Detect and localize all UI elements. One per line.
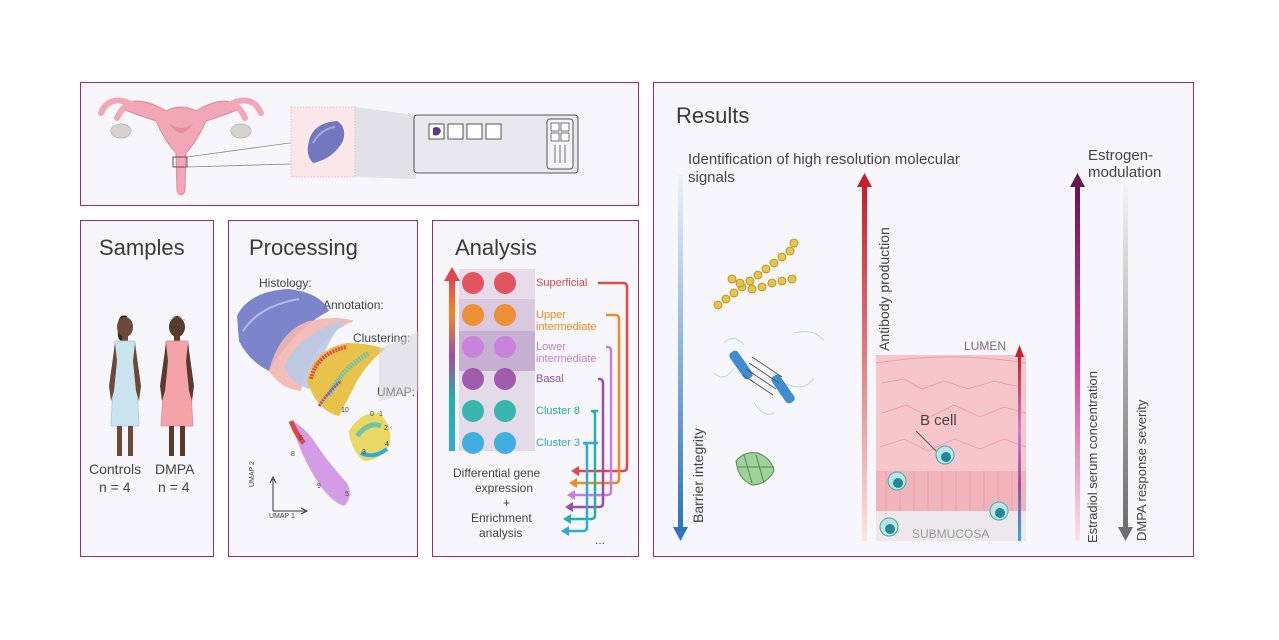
umap-cluster-8: 8 — [291, 451, 295, 458]
umap-cluster-9: 9 — [317, 483, 321, 490]
enrich-line1: Enrichment — [471, 511, 532, 525]
annotation-label: Annotation: — [323, 298, 384, 312]
umap-cluster-2: 2 — [384, 425, 388, 432]
umap-cluster-1: 1 — [379, 411, 383, 418]
layer-label-5: Cluster 3 — [536, 437, 581, 449]
layer-gradient-bar — [449, 279, 455, 451]
layer-spot-3-0 — [462, 368, 484, 390]
dmpa-response-arrow — [1123, 183, 1128, 527]
ellipsis: ... — [595, 533, 606, 547]
controls-n: n = 4 — [99, 479, 131, 495]
analysis-title: Analysis — [455, 235, 537, 260]
layer-arrow-5 — [569, 441, 598, 533]
layer-arrowhead-4 — [563, 514, 571, 524]
umap-cluster-6: 6 — [299, 435, 303, 442]
samples-panel: Samples Controls n = 4 DMPA n = 4 — [80, 220, 214, 557]
enrich-line2: analysis — [479, 526, 523, 540]
layer-label-2: Lower intermediate — [536, 341, 597, 365]
layer-spot-2-1 — [494, 336, 516, 358]
layer-spot-4-1 — [494, 400, 516, 422]
estrogen-line2: modulation — [1088, 164, 1162, 181]
layer-spot-3-1 — [494, 368, 516, 390]
tissue-collection-illustration — [98, 97, 579, 196]
plus-sign: + — [503, 496, 511, 510]
layer-arrowhead-0 — [571, 466, 579, 476]
b-cell-icon — [879, 445, 1009, 537]
layer-spot-1-1 — [494, 304, 516, 326]
layer-spot-0-0 — [462, 272, 484, 294]
dmpa-n: n = 4 — [158, 479, 190, 495]
umap-cluster-3: 3 — [362, 449, 366, 456]
results-subtitle-line1: Identification of high resolution molecu… — [688, 151, 960, 168]
visium-slide-icon — [413, 114, 579, 174]
layer-arrow-3 — [573, 377, 605, 509]
barrier-integrity-label: Barrier integrity — [690, 428, 706, 523]
layer-spot-1-0 — [462, 304, 484, 326]
samples-title: Samples — [99, 235, 185, 260]
umap-plot — [269, 412, 391, 515]
estrogen-line1: Estrogen- — [1088, 147, 1154, 164]
layer-label-4: Cluster 8 — [536, 405, 581, 417]
layer-arrow-0 — [579, 281, 629, 473]
desmosome-icon — [713, 331, 825, 415]
analysis-panel: Analysis Differential gene expression + … — [432, 220, 639, 557]
layer-label-1: Upper intermediate — [536, 309, 597, 333]
bacteria-chain-icon — [713, 238, 799, 310]
controls-label: Controls — [89, 461, 142, 477]
layer-arrowhead-2 — [567, 490, 575, 500]
umap-x-label: UMAP 1 — [269, 513, 295, 520]
layer-arrow-1 — [577, 313, 621, 485]
umap-y-label: UMAP 2 — [249, 461, 256, 487]
umap-cluster-0: 0 — [370, 411, 374, 418]
layer-arrow-2 — [575, 345, 613, 497]
processing-illustration — [237, 289, 419, 515]
deg-line1: Differential gene — [453, 466, 541, 480]
barrier-integrity-arrow — [678, 175, 683, 527]
histology-section-icon — [237, 289, 329, 371]
control-woman-icon — [109, 315, 141, 456]
layer-arrowhead-1 — [569, 478, 577, 488]
estradiol-arrow — [1075, 187, 1080, 541]
layer-arrowhead-5 — [561, 526, 569, 536]
spatial-array-icon — [290, 106, 356, 178]
layer-label-0: Superficial — [536, 277, 588, 289]
protein-complex-icon — [735, 452, 775, 486]
layer-label-3: Basal — [536, 373, 564, 385]
processing-panel: Processing Histology: Annotation: Cluste… — [228, 220, 419, 557]
bcell-label: B cell — [920, 412, 957, 429]
analysis-illustration — [444, 267, 629, 536]
dmpa-woman-icon — [160, 316, 194, 456]
layer-spot-2-0 — [462, 336, 484, 358]
estradiol-label: Estradiol serum concentration — [1085, 371, 1100, 543]
antibody-production-arrow — [862, 187, 867, 541]
uterus-icon — [98, 97, 264, 196]
epithelium-tissue-illustration — [875, 345, 1027, 541]
layer-spot-0-1 — [494, 272, 516, 294]
layer-spot-5-0 — [462, 432, 484, 454]
results-subtitle-line2: signals — [688, 169, 735, 186]
top-panel — [80, 82, 639, 206]
antibody-production-label: Antibody production — [876, 227, 892, 351]
dmpa-label: DMPA — [155, 461, 195, 477]
umap-cluster-5: 5 — [345, 491, 349, 498]
deg-line2: expression — [475, 481, 534, 495]
umap-cluster-10: 10 — [341, 407, 349, 414]
submucosa-label: SUBMUCOSA — [912, 527, 990, 541]
processing-title: Processing — [249, 235, 358, 260]
umap-cluster-4: 4 — [385, 441, 389, 448]
layer-spot-4-0 — [462, 400, 484, 422]
dmpa-response-label: DMPA response severity — [1134, 399, 1149, 541]
results-illustration — [673, 173, 1133, 541]
results-title: Results — [676, 103, 750, 128]
layer-arrowhead-3 — [565, 502, 573, 512]
layer-arrow-4 — [571, 409, 598, 521]
clustering-section-icon — [307, 343, 385, 416]
histology-label: Histology: — [259, 276, 312, 290]
layer-spot-5-1 — [494, 432, 516, 454]
results-panel: Results Identification of high resolutio… — [653, 82, 1194, 557]
women-illustration — [109, 315, 194, 456]
lumen-label: LUMEN — [964, 339, 1007, 353]
